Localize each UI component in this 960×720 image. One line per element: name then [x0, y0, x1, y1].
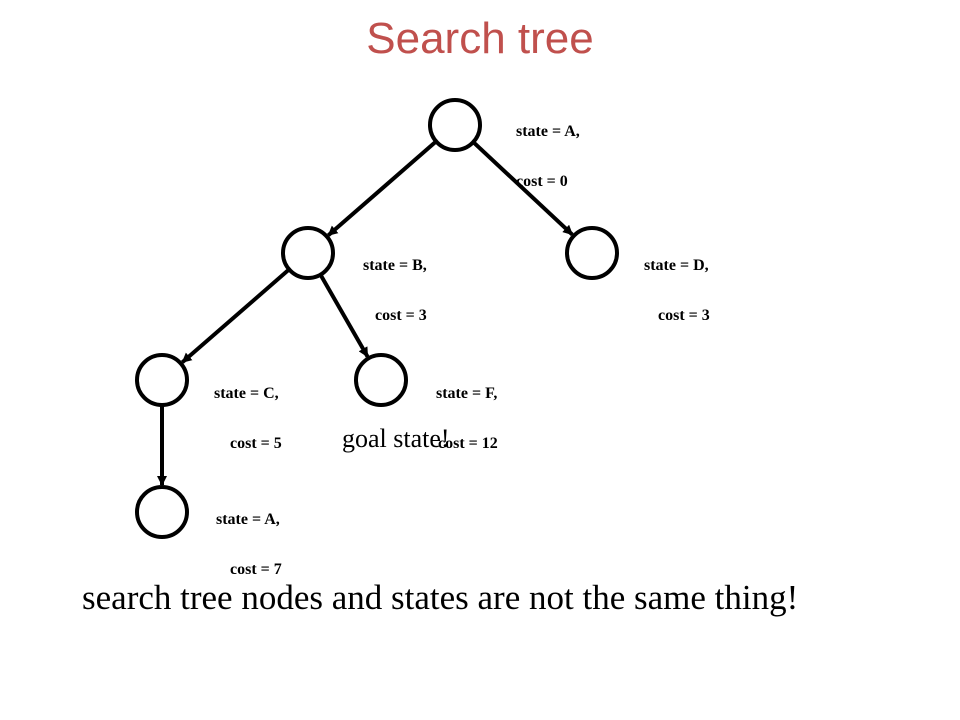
- cost-text: cost = 0: [516, 173, 568, 190]
- node-label-n6: state = A, cost = 7: [208, 482, 282, 607]
- state-text: state = D,: [644, 257, 709, 274]
- state-text: state = F,: [436, 385, 498, 402]
- slide-caption: search tree nodes and states are not the…: [82, 578, 799, 617]
- cost-text: cost = 12: [438, 435, 498, 452]
- tree-node-n1: [428, 98, 482, 152]
- edge-layer: [157, 139, 574, 486]
- node-label-n2: state = B, cost = 3: [355, 228, 427, 353]
- slide-title: Search tree: [366, 14, 594, 63]
- state-text: state = A,: [516, 123, 580, 140]
- node-label-n3: state = D, cost = 3: [636, 228, 710, 353]
- state-text: state = A,: [216, 511, 280, 528]
- cost-text: cost = 7: [230, 561, 282, 578]
- tree-node-n2: [281, 226, 335, 280]
- tree-node-n4: [135, 353, 189, 407]
- node-layer: [135, 98, 619, 539]
- node-label-n1: state = A, cost = 0: [508, 94, 580, 219]
- goal-state-note: goal state!: [342, 424, 450, 453]
- node-label-n4: state = C, cost = 5: [206, 356, 282, 481]
- cost-text: cost = 3: [375, 307, 427, 324]
- cost-text: cost = 5: [230, 435, 282, 452]
- node-label-n5: state = F, cost = 12: [428, 356, 498, 481]
- edge-n2-n4: [181, 267, 291, 364]
- state-text: state = C,: [214, 385, 279, 402]
- cost-text: cost = 3: [658, 307, 710, 324]
- tree-node-n6: [135, 485, 189, 539]
- tree-node-n5: [354, 353, 408, 407]
- edge-n1-n3: [471, 140, 574, 237]
- edge-n1-n2: [327, 139, 438, 237]
- edge-n2-n5: [318, 273, 370, 358]
- state-text: state = B,: [363, 257, 427, 274]
- tree-node-n3: [565, 226, 619, 280]
